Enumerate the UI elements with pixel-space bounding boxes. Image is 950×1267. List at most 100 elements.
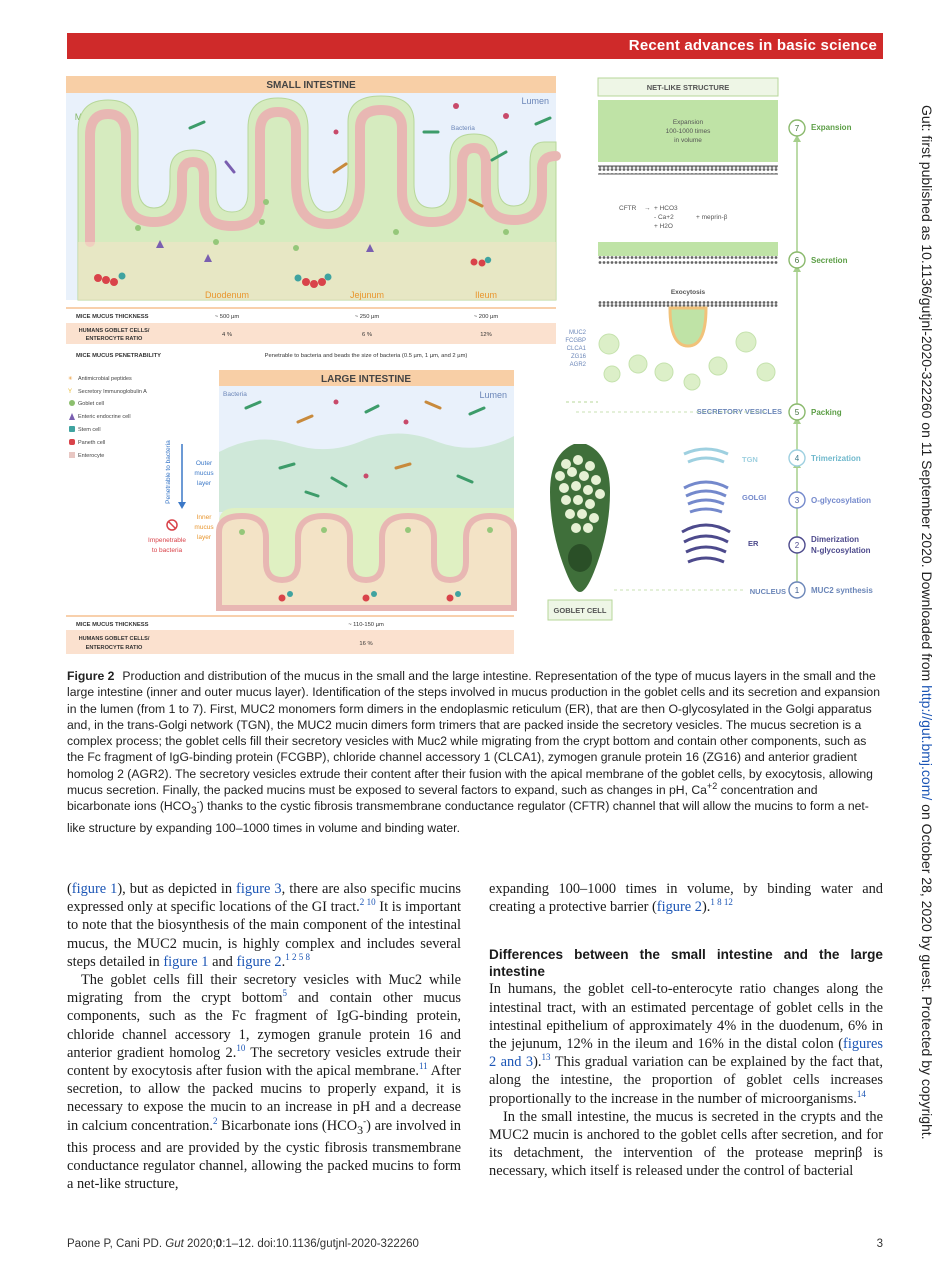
figure-ref-link[interactable]: figure 3 (236, 881, 282, 897)
svg-text:Impenetrable: Impenetrable (148, 537, 186, 544)
svg-text:Jejunum: Jejunum (350, 290, 384, 300)
svg-text:~ 110-150 µm: ~ 110-150 µm (348, 622, 384, 628)
svg-text:- Ca+2: - Ca+2 (654, 214, 674, 221)
svg-text:FCGBP: FCGBP (565, 338, 586, 344)
svg-text:Inner: Inner (197, 514, 213, 521)
svg-text:O-glycosylation: O-glycosylation (811, 496, 871, 505)
step-7: 7 Expansion (789, 120, 852, 136)
paragraph: The goblet cells fill their secretory ve… (67, 971, 461, 1193)
svg-text:Packing: Packing (811, 408, 842, 417)
step-6: 6 Secretion (789, 252, 848, 268)
goblet-cell-drawing: GOBLET CELL (548, 444, 612, 620)
svg-text:16 %: 16 % (359, 641, 372, 647)
svg-text:100-1000 times: 100-1000 times (666, 128, 712, 135)
svg-text:CFTR: CFTR (619, 205, 637, 212)
page-footer: Paone P, Cani PD. Gut 2020;0:1–12. doi:1… (67, 1238, 883, 1250)
step-5: 5 Packing (789, 404, 842, 420)
section-header-bar: Recent advances in basic science (67, 33, 883, 59)
small-lumen-label: Lumen (521, 96, 549, 106)
citation-ref[interactable]: 14 (857, 1089, 866, 1099)
svg-text:mucus: mucus (194, 524, 214, 531)
side-note-link[interactable]: http://gut.bmj.com/ (919, 685, 935, 800)
svg-text:NET-LIKE STRUCTURE: NET-LIKE STRUCTURE (647, 83, 730, 92)
svg-text:Secretory Immunoglobulin A: Secretory Immunoglobulin A (78, 389, 147, 395)
svg-text:~ 200 µm: ~ 200 µm (474, 314, 499, 320)
svg-text:NUCLEUS: NUCLEUS (750, 587, 786, 596)
svg-text:3: 3 (795, 496, 800, 505)
figure-ref-link[interactable]: figure 1 (163, 954, 208, 970)
svg-text:MICE MUCUS THICKNESS: MICE MUCUS THICKNESS (76, 622, 149, 628)
svg-text:Paneth cell: Paneth cell (78, 440, 105, 446)
svg-text:layer: layer (197, 480, 212, 487)
svg-text:CLCA1: CLCA1 (567, 346, 587, 352)
citation-ref[interactable]: 2 10 (360, 897, 376, 907)
svg-text:Exocytosis: Exocytosis (671, 289, 706, 296)
svg-text:6 %: 6 % (362, 332, 372, 338)
svg-text:HUMANS GOBLET CELLS/: HUMANS GOBLET CELLS/ (79, 328, 150, 334)
svg-text:✳: ✳ (68, 375, 73, 382)
step-4: 4 Trimerization (789, 450, 861, 466)
svg-text:GOBLET CELL: GOBLET CELL (554, 606, 607, 615)
svg-text:~ 250 µm: ~ 250 µm (355, 314, 380, 320)
figure-2-illustration: SMALL INTESTINE Mucus layer Lumen Bacter… (66, 72, 888, 662)
svg-text:Dimerization: Dimerization (811, 535, 859, 544)
citation-ref[interactable]: 13 (542, 1052, 551, 1062)
svg-text:MICE MUCUS THICKNESS: MICE MUCUS THICKNESS (76, 314, 149, 320)
svg-text:layer: layer (197, 534, 212, 541)
svg-text:Secretion: Secretion (811, 256, 848, 265)
svg-text:Expansion: Expansion (811, 123, 852, 132)
paragraph: (figure 1), but as depicted in figure 3,… (67, 880, 461, 971)
section-heading: Differences between the small intestine … (489, 946, 883, 980)
large-intestine-title: LARGE INTESTINE (321, 374, 411, 385)
svg-text:AGR2: AGR2 (570, 362, 587, 368)
svg-text:ZG16: ZG16 (571, 354, 587, 360)
svg-text:GOLGI: GOLGI (742, 493, 766, 502)
citation-ref[interactable]: 1 2 5 8 (285, 952, 310, 962)
page-number: 3 (877, 1238, 883, 1250)
figure-ref-link[interactable]: figure 1 (72, 881, 118, 897)
svg-text:+ H2O: + H2O (654, 223, 673, 230)
figure-ref-link[interactable]: figure 2 (236, 954, 281, 970)
svg-text:SECRETORY VESICLES: SECRETORY VESICLES (697, 407, 782, 416)
svg-text:Stem cell: Stem cell (78, 427, 101, 433)
svg-text:in volume: in volume (674, 137, 702, 144)
svg-text:Duodenum: Duodenum (205, 290, 249, 300)
golgi-drawing (684, 482, 728, 512)
figure-ref-link[interactable]: figure 2 (657, 899, 702, 915)
svg-text:5: 5 (795, 408, 800, 417)
svg-text:Lumen: Lumen (479, 390, 507, 400)
svg-text:TGN: TGN (742, 455, 758, 464)
svg-text:Enteric endocrine cell: Enteric endocrine cell (78, 414, 131, 420)
svg-text:Penetrable to bacteria and bea: Penetrable to bacteria and beads the siz… (265, 353, 468, 359)
svg-text:+ HCO3: + HCO3 (654, 205, 678, 212)
right-text-column: expanding 100–1000 times in volume, by b… (489, 880, 883, 1181)
svg-text:ENTEROCYTE RATIO: ENTEROCYTE RATIO (86, 645, 143, 651)
svg-text:1: 1 (795, 586, 800, 595)
step-3: 3 O-glycosylation (789, 492, 871, 508)
paragraph: In the small intestine, the mucus is sec… (489, 1108, 883, 1181)
svg-text:Trimerization: Trimerization (811, 454, 861, 463)
svg-text:2: 2 (795, 541, 800, 550)
step-2: 2 Dimerization N-glycosylation (789, 535, 871, 555)
left-text-column: (figure 1), but as depicted in figure 3,… (67, 880, 461, 1193)
pathway-steps: 7 Expansion 6 Secretion 5 Packing 4 Trim… (789, 120, 873, 598)
tgn-drawing (684, 449, 728, 462)
side-download-note: Gut: first published as 10.1136/gutjnl-2… (919, 105, 935, 1140)
citation-ref[interactable]: 1 8 12 (710, 897, 733, 907)
svg-text:12%: 12% (480, 332, 492, 338)
section-title: Recent advances in basic science (629, 37, 877, 54)
svg-text:MICE MUCUS PENETRABILITY: MICE MUCUS PENETRABILITY (76, 353, 161, 359)
svg-text:Y: Y (68, 389, 72, 395)
svg-text:~ 500 µm: ~ 500 µm (215, 314, 240, 320)
svg-text:Bacteria: Bacteria (451, 125, 475, 132)
citation-ref[interactable]: 11 (419, 1061, 428, 1071)
large-intestine-table: MICE MUCUS THICKNESS ~ 110-150 µm HUMANS… (66, 616, 514, 654)
svg-text:ENTEROCYTE RATIO: ENTEROCYTE RATIO (86, 336, 143, 342)
citation-ref[interactable]: 10 (236, 1043, 245, 1053)
svg-text:Bacteria: Bacteria (223, 391, 247, 398)
svg-text:Ileum: Ileum (475, 290, 497, 300)
figure-label: Figure 2 (67, 669, 114, 683)
step-1: 1 MUC2 synthesis (789, 582, 873, 598)
